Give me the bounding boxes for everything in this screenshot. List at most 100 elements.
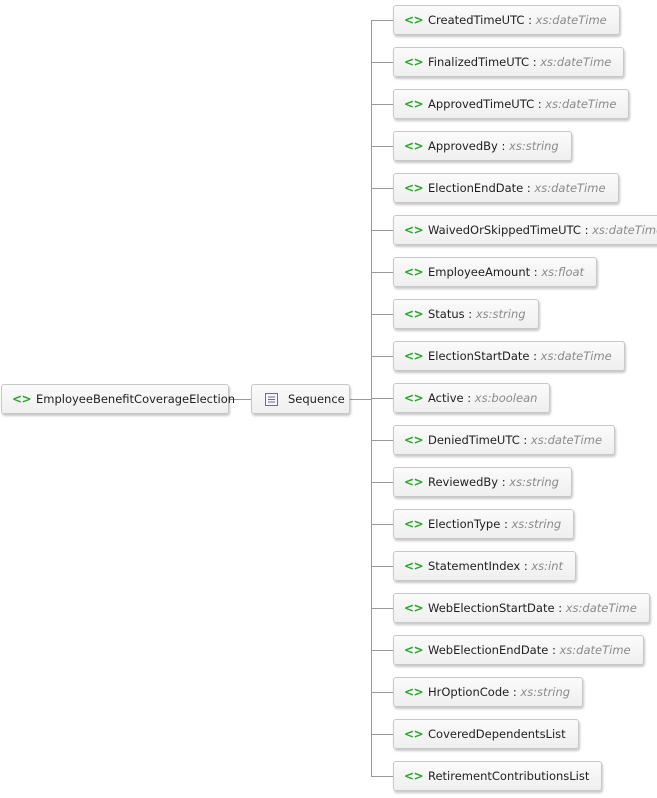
element-name: ApprovedBy bbox=[428, 139, 498, 153]
element-type: xs:dateTime bbox=[540, 349, 612, 363]
child-connector bbox=[371, 692, 393, 693]
child-element-node[interactable]: <>Active : xs:boolean bbox=[393, 383, 551, 413]
element-name: ElectionStartDate bbox=[428, 349, 530, 363]
root-element-node[interactable]: <> EmployeeBenefitCoverageElection bbox=[1, 384, 235, 414]
child-element-node[interactable]: <>WebElectionEndDate : xs:dateTime bbox=[393, 635, 644, 665]
element-name: StatementIndex bbox=[428, 559, 521, 573]
child-connector bbox=[371, 20, 393, 21]
element-type: xs:dateTime bbox=[592, 223, 657, 237]
type-separator: : bbox=[520, 559, 532, 573]
child-element-node[interactable]: <>ReviewedBy : xs:string bbox=[393, 467, 572, 497]
type-separator: : bbox=[498, 475, 510, 489]
element-type: xs:dateTime bbox=[545, 97, 617, 111]
element-type: xs:string bbox=[509, 139, 559, 153]
element-icon: <> bbox=[404, 55, 424, 69]
element-icon: <> bbox=[404, 13, 424, 27]
child-connector bbox=[371, 734, 393, 735]
element-type: xs:string bbox=[509, 475, 559, 489]
element-icon: <> bbox=[12, 392, 32, 406]
element-icon: <> bbox=[404, 349, 424, 363]
element-name: ReviewedBy bbox=[428, 475, 499, 489]
element-name: CoveredDependentsList bbox=[428, 727, 566, 741]
child-element-node[interactable]: <> ApprovedBy : xs:string bbox=[393, 131, 572, 161]
child-connector bbox=[371, 566, 393, 567]
child-element-node[interactable]: <>StatementIndex : xs:int bbox=[393, 551, 577, 581]
type-separator: : bbox=[554, 601, 566, 615]
element-type: xs:dateTime bbox=[534, 181, 606, 195]
child-connector bbox=[371, 650, 393, 651]
child-element-node[interactable]: <> ElectionEndDate : xs:dateTime bbox=[393, 173, 619, 203]
sequence-node[interactable]: Sequence bbox=[251, 384, 350, 414]
element-type: xs:dateTime bbox=[535, 13, 607, 27]
child-connector bbox=[371, 776, 393, 777]
sequence-label: Sequence bbox=[288, 392, 345, 406]
type-separator: : bbox=[534, 97, 546, 111]
type-separator: : bbox=[509, 685, 521, 699]
element-icon: <> bbox=[404, 307, 424, 321]
element-icon: <> bbox=[404, 601, 424, 615]
child-element-node[interactable]: <>WaivedOrSkippedTimeUTC : xs:dateTime bbox=[393, 215, 657, 245]
child-connector bbox=[371, 146, 393, 147]
element-icon: <> bbox=[404, 769, 424, 783]
child-connector bbox=[371, 314, 393, 315]
element-name: ElectionEndDate bbox=[428, 181, 524, 195]
element-type: xs:string bbox=[511, 517, 562, 531]
element-icon: <> bbox=[404, 97, 424, 111]
element-icon: <> bbox=[404, 265, 424, 279]
element-name: ElectionType bbox=[428, 517, 501, 531]
child-element-node[interactable]: <>CoveredDependentsList bbox=[393, 719, 579, 749]
type-separator: : bbox=[464, 307, 476, 321]
type-separator: : bbox=[500, 517, 512, 531]
child-element-node[interactable]: <>RetirementContributionsList bbox=[393, 761, 603, 791]
element-type: xs:float bbox=[541, 265, 585, 279]
sequence-to-trunk-connector bbox=[350, 399, 371, 400]
element-name: DeniedTimeUTC bbox=[428, 433, 520, 447]
type-separator: : bbox=[497, 139, 510, 153]
child-element-node[interactable]: <>FinalizedTimeUTC : xs:dateTime bbox=[393, 47, 625, 77]
type-separator: : bbox=[530, 265, 542, 279]
element-name: Status bbox=[428, 307, 465, 321]
child-connector bbox=[371, 104, 393, 105]
type-separator: : bbox=[523, 181, 535, 195]
child-element-node[interactable]: <>DeniedTimeUTC : xs:dateTime bbox=[393, 425, 616, 455]
child-connector bbox=[371, 398, 393, 399]
element-name: Active bbox=[428, 391, 464, 405]
type-separator: : bbox=[519, 433, 531, 447]
element-name: CreatedTimeUTC bbox=[428, 13, 525, 27]
child-element-node[interactable]: <> EmployeeAmount : xs:float bbox=[393, 257, 598, 287]
element-icon: <> bbox=[404, 139, 424, 153]
type-separator: : bbox=[529, 349, 541, 363]
element-name: WebElectionStartDate bbox=[428, 601, 555, 615]
type-separator: : bbox=[548, 643, 560, 657]
child-element-node[interactable]: <>WebElectionStartDate : xs:dateTime bbox=[393, 593, 650, 623]
child-element-node[interactable]: <>ElectionType : xs:string bbox=[393, 509, 575, 539]
element-name: EmployeeAmount bbox=[428, 265, 531, 279]
child-connector bbox=[371, 482, 393, 483]
child-element-node[interactable]: <> ElectionStartDate : xs:dateTime bbox=[393, 341, 625, 371]
element-icon: <> bbox=[404, 223, 424, 237]
child-connector bbox=[371, 62, 393, 63]
element-icon: <> bbox=[404, 433, 424, 447]
element-name: ApprovedTimeUTC bbox=[428, 97, 535, 111]
element-type: xs:dateTime bbox=[559, 643, 631, 657]
child-connector bbox=[371, 230, 393, 231]
element-name: FinalizedTimeUTC bbox=[428, 55, 530, 69]
element-type: xs:string bbox=[520, 685, 571, 699]
child-connector bbox=[371, 524, 393, 525]
element-name: WebElectionEndDate bbox=[428, 643, 549, 657]
child-connector bbox=[371, 188, 393, 189]
element-type: xs:dateTime bbox=[540, 55, 612, 69]
child-element-node[interactable]: <> HrOptionCode : xs:string bbox=[393, 677, 584, 707]
root-element-name: EmployeeBenefitCoverageElection bbox=[36, 392, 236, 406]
child-element-node[interactable]: <>CreatedTimeUTC : xs:dateTime bbox=[393, 5, 620, 35]
child-element-node[interactable]: <>Status : xs:string bbox=[393, 299, 539, 329]
sequence-icon bbox=[265, 392, 278, 406]
element-icon: <> bbox=[404, 181, 424, 195]
child-element-node[interactable]: <> ApprovedTimeUTC : xs:dateTime bbox=[393, 89, 630, 119]
element-icon: <> bbox=[404, 685, 424, 699]
element-icon: <> bbox=[404, 559, 424, 573]
type-separator: : bbox=[580, 223, 593, 237]
child-connector bbox=[371, 272, 393, 273]
element-name: HrOptionCode bbox=[428, 685, 510, 699]
